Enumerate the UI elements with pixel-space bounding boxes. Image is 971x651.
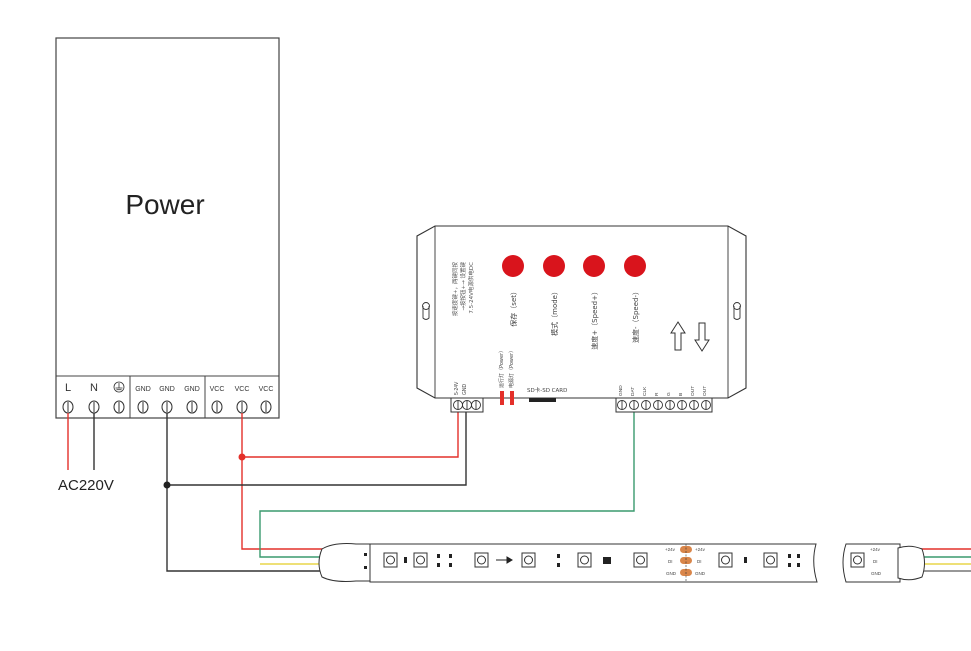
- controller-note-1: 按速度键+，两键同按: [451, 262, 459, 317]
- pad-label-vcc: +24v: [665, 547, 676, 552]
- power-supply: Power L N GND GND GND VCC VCC VCC: [55, 37, 280, 419]
- speed-plus-button[interactable]: [583, 255, 605, 277]
- pad-label-data: DI: [668, 559, 673, 564]
- screw-terminal: [186, 400, 198, 414]
- set-button[interactable]: [502, 255, 524, 277]
- controller-note-2: →按按钮+→ 设置键: [459, 262, 467, 311]
- pad-label-gnd-right: GND: [695, 571, 706, 576]
- screw-terminal: [260, 400, 272, 414]
- wire-gnd-black: [166, 413, 330, 572]
- sd-card-slot: [529, 398, 556, 402]
- led-chip: [383, 552, 398, 568]
- set-button-label: 保存（set）: [509, 288, 518, 327]
- terminal-label-n: N: [90, 382, 98, 394]
- svg-text:OUT: OUT: [690, 386, 696, 396]
- junction-dot-black: [163, 481, 171, 489]
- speed-minus-button-label: 速度-（Speed-）: [631, 288, 640, 343]
- svg-text:DAT: DAT: [630, 387, 636, 396]
- ac-input-label: AC220V: [58, 477, 114, 494]
- led-chip: [718, 552, 733, 568]
- led-chip: [521, 552, 536, 568]
- end-pad-label-data: DI: [873, 559, 878, 564]
- wires: [67, 412, 971, 572]
- terminal-label-gnd-2: GND: [159, 386, 175, 393]
- sd-card-label: SD卡-SD CARD: [527, 386, 567, 394]
- pad-label-vcc-right: +24v: [695, 547, 706, 552]
- mount-hole-left: [422, 302, 430, 320]
- screw-terminal: [161, 400, 173, 414]
- led-strip: +24v DI GND +24v DI GND: [318, 543, 818, 583]
- power-input-label-1: 5-24V: [454, 381, 460, 395]
- end-pad-label-vcc: +24v: [870, 547, 881, 552]
- ground-icon: [113, 381, 125, 393]
- screw-terminal: [137, 400, 149, 414]
- wire-vcc-to-controller: [242, 412, 459, 458]
- controller-power-terminal-block: [450, 397, 484, 413]
- led-chip: [413, 552, 428, 568]
- terminal-label-gnd-3: GND: [184, 386, 200, 393]
- wire-gnd-to-controller: [167, 412, 467, 486]
- led-chip: [577, 552, 592, 568]
- mount-hole-right: [733, 302, 741, 320]
- svg-text:CLK: CLK: [642, 386, 648, 396]
- speed-minus-button[interactable]: [624, 255, 646, 277]
- wire-data-green: [259, 412, 635, 558]
- screw-terminal: [211, 400, 223, 414]
- output-terminal-labels: GND DAT CLK R G B OUT OUT: [618, 385, 708, 396]
- power-screw-terminals: [62, 400, 272, 414]
- power-input-label-2: GND: [462, 384, 468, 396]
- screw-terminal: [236, 400, 248, 414]
- mode-button-label: 模式（mode）: [550, 288, 559, 336]
- junction-dot-red: [238, 453, 246, 461]
- power-indicator-led-2: [510, 391, 514, 405]
- wire-vcc-red: [241, 413, 330, 550]
- terminal-label-gnd-1: GND: [135, 386, 151, 393]
- led-chip: [633, 552, 648, 568]
- power-indicator-led-1: [500, 391, 504, 405]
- arrow-right-icon: [496, 556, 513, 564]
- screw-terminal: [113, 400, 125, 414]
- led-chip: [763, 552, 778, 568]
- led-chip: [850, 552, 865, 568]
- svg-text:GND: GND: [618, 385, 624, 396]
- controller-note-3: 7.5-24V电源供电DC: [467, 262, 475, 314]
- mode-button[interactable]: [543, 255, 565, 277]
- terminal-label-vcc-2: VCC: [235, 386, 250, 393]
- indicator-label-2: 电源灯（Power）: [508, 348, 515, 388]
- led-chip: [474, 552, 489, 568]
- screw-terminal: [62, 400, 74, 414]
- svg-text:OUT: OUT: [702, 386, 708, 396]
- end-pad-label-gnd: GND: [871, 571, 882, 576]
- terminal-label-l: L: [65, 382, 71, 394]
- pad-label-data-right: DI: [697, 559, 702, 564]
- resistor-marks: [364, 553, 800, 569]
- svg-text:R: R: [654, 392, 660, 396]
- power-title: Power: [125, 189, 204, 220]
- arrow-up-icon: [670, 321, 686, 351]
- pad-label-gnd: GND: [666, 571, 677, 576]
- led-strip-end-segment: +24v DI GND: [842, 543, 925, 583]
- svg-text:G: G: [666, 392, 672, 396]
- svg-text:B: B: [678, 393, 684, 396]
- indicator-label-1: 运行灯（Power）: [498, 348, 505, 388]
- arrow-down-icon: [694, 322, 710, 352]
- screw-terminal: [88, 400, 100, 414]
- controller: 按速度键+，两键同按 →按按钮+→ 设置键 7.5-24V电源供电DC 保存（s…: [416, 225, 747, 405]
- terminal-label-vcc-1: VCC: [210, 386, 225, 393]
- terminal-label-vcc-3: VCC: [259, 386, 274, 393]
- controller-output-terminal-block: [615, 397, 713, 413]
- speed-plus-button-label: 速度+（Speed+）: [590, 288, 599, 350]
- cut-pads: [680, 544, 692, 582]
